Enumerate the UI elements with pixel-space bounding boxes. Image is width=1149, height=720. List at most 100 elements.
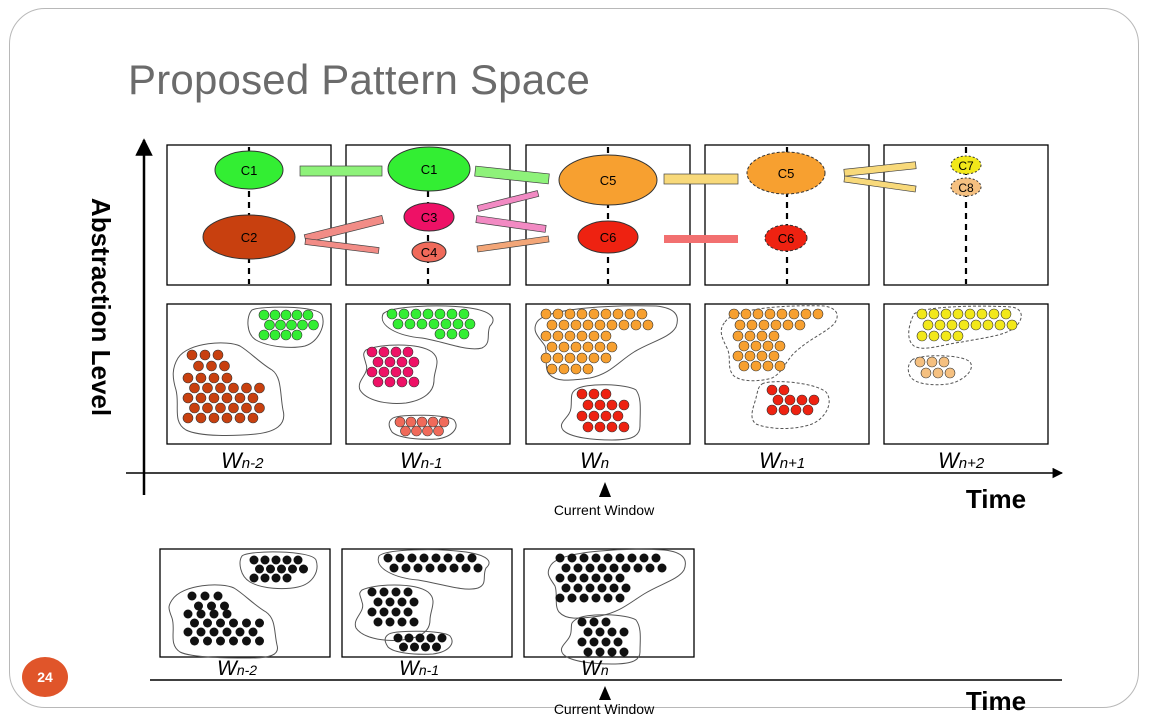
window-label: Wn+1 bbox=[759, 448, 805, 473]
bottom-time-label: Time bbox=[966, 686, 1026, 716]
data-point bbox=[421, 642, 430, 652]
data-point bbox=[583, 647, 593, 657]
data-point bbox=[229, 636, 238, 646]
data-point bbox=[391, 587, 401, 597]
data-point bbox=[416, 318, 428, 330]
data-point bbox=[275, 319, 286, 331]
link-c5-c7 bbox=[843, 161, 917, 177]
data-point bbox=[208, 392, 220, 404]
data-point bbox=[768, 330, 780, 342]
data-point bbox=[772, 394, 784, 406]
data-point bbox=[564, 330, 576, 342]
cluster-label: C6 bbox=[600, 230, 617, 245]
data-point bbox=[426, 633, 436, 643]
data-point bbox=[220, 601, 229, 611]
data-point bbox=[615, 573, 625, 583]
data-point bbox=[186, 349, 198, 361]
data-point bbox=[187, 591, 197, 601]
data-point bbox=[385, 617, 395, 627]
data-point bbox=[597, 563, 607, 573]
data-point bbox=[408, 356, 420, 368]
data-point bbox=[784, 394, 796, 406]
data-point bbox=[219, 360, 230, 372]
data-point bbox=[612, 410, 624, 422]
data-point bbox=[934, 319, 946, 331]
link-c6-c6 bbox=[664, 235, 738, 243]
data-point bbox=[964, 308, 976, 320]
data-point bbox=[183, 627, 193, 637]
data-point bbox=[738, 340, 750, 352]
data-point bbox=[182, 412, 194, 424]
data-point bbox=[378, 346, 390, 358]
data-point bbox=[582, 341, 594, 353]
data-point bbox=[413, 563, 423, 573]
data-point bbox=[249, 573, 259, 583]
data-point bbox=[952, 308, 964, 320]
data-point bbox=[591, 573, 601, 583]
data-point bbox=[389, 563, 399, 573]
data-point bbox=[766, 384, 778, 396]
data-point bbox=[209, 627, 219, 637]
data-point bbox=[540, 308, 552, 320]
data-point bbox=[202, 382, 213, 394]
window-label: Wn bbox=[580, 448, 609, 473]
current-window-marker-icon bbox=[599, 482, 611, 497]
data-point bbox=[398, 308, 410, 320]
data-point bbox=[407, 553, 417, 563]
data-point bbox=[555, 553, 565, 563]
data-point bbox=[461, 563, 471, 573]
data-point bbox=[247, 392, 259, 404]
blob-salmon-wn-1 bbox=[388, 414, 457, 440]
data-point bbox=[770, 319, 782, 331]
data-point bbox=[455, 553, 465, 563]
data-point bbox=[367, 587, 377, 597]
data-point bbox=[988, 308, 1000, 320]
data-point bbox=[288, 564, 297, 574]
blob-black-1-wn-2 bbox=[239, 551, 318, 590]
data-point bbox=[588, 388, 600, 400]
data-point bbox=[920, 367, 932, 379]
data-point bbox=[576, 308, 588, 320]
data-point bbox=[567, 573, 577, 583]
data-point bbox=[216, 636, 225, 646]
data-point bbox=[409, 597, 419, 607]
cluster-c1-wn-2 bbox=[214, 150, 284, 190]
blob-orange-wn bbox=[534, 305, 678, 381]
data-point bbox=[609, 583, 619, 593]
data-point bbox=[248, 627, 258, 637]
data-point bbox=[391, 607, 401, 617]
cluster-label: C5 bbox=[778, 166, 795, 181]
data-point bbox=[464, 318, 476, 330]
data-point bbox=[242, 636, 251, 646]
data-point bbox=[269, 329, 281, 341]
data-point bbox=[208, 412, 220, 424]
data-point bbox=[603, 553, 613, 563]
data-point bbox=[271, 573, 281, 583]
data-point bbox=[794, 319, 806, 331]
data-point bbox=[403, 587, 413, 597]
data-point bbox=[182, 392, 194, 404]
data-point bbox=[778, 404, 790, 416]
data-point bbox=[196, 627, 206, 637]
data-point bbox=[213, 591, 223, 601]
data-point bbox=[215, 382, 226, 394]
data-point bbox=[221, 412, 233, 424]
data-point bbox=[576, 410, 588, 422]
data-point bbox=[594, 341, 606, 353]
link-c5-c5 bbox=[663, 173, 739, 185]
data-point bbox=[234, 392, 246, 404]
data-point bbox=[446, 328, 458, 340]
data-point bbox=[750, 360, 762, 372]
data-point bbox=[434, 328, 446, 340]
data-point bbox=[190, 618, 199, 628]
data-point bbox=[190, 636, 199, 646]
data-point bbox=[415, 633, 425, 643]
data-point bbox=[589, 617, 599, 627]
data-point bbox=[396, 376, 408, 388]
data-point bbox=[402, 366, 414, 378]
data-point bbox=[558, 341, 570, 353]
data-point bbox=[386, 308, 398, 320]
data-point bbox=[606, 319, 618, 331]
data-point bbox=[260, 573, 270, 583]
